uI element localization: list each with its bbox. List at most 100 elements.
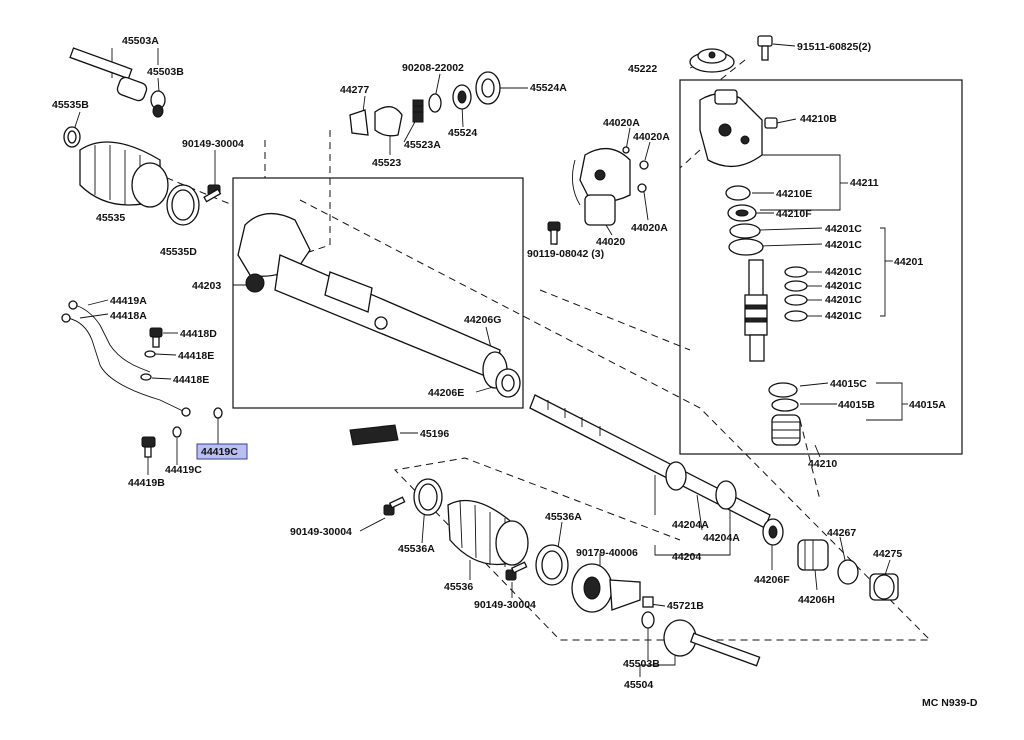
label-44204[interactable]: 44204 bbox=[672, 551, 701, 563]
cushion-44277-drawing bbox=[349, 109, 369, 136]
label-45524[interactable]: 45524 bbox=[448, 127, 477, 139]
label-44015C[interactable]: 44015C bbox=[830, 378, 867, 390]
label-45535D[interactable]: 45535D bbox=[160, 246, 197, 258]
label-90149-top[interactable]: 90149-30004 bbox=[182, 138, 244, 150]
label-44206E[interactable]: 44206E bbox=[428, 387, 464, 399]
label-44206G[interactable]: 44206G bbox=[464, 314, 501, 326]
label-44418D[interactable]: 44418D bbox=[180, 328, 217, 340]
end-stopper-44275-drawing bbox=[869, 573, 899, 601]
label-44419A[interactable]: 44419A bbox=[110, 295, 147, 307]
label-44201C-1[interactable]: 44201C bbox=[825, 223, 862, 235]
seal-44015C-drawing bbox=[768, 382, 798, 398]
label-90179[interactable]: 90179-40006 bbox=[576, 547, 638, 559]
label-45535[interactable]: 45535 bbox=[96, 212, 125, 224]
label-91511[interactable]: 91511-60825(2) bbox=[797, 41, 871, 53]
bolt-90149-top-drawing bbox=[203, 184, 222, 203]
bolt-44210B-drawing bbox=[764, 117, 778, 129]
label-44201[interactable]: 44201 bbox=[894, 256, 923, 268]
label-44201C-5[interactable]: 44201C bbox=[825, 294, 862, 306]
bearing-44015A-drawing bbox=[771, 414, 801, 446]
label-44020A-1[interactable]: 44020A bbox=[603, 117, 640, 129]
control-valve-group-box bbox=[679, 79, 963, 455]
label-45536A-1[interactable]: 45536A bbox=[398, 543, 435, 555]
label-45503B-top[interactable]: 45503B bbox=[147, 66, 184, 78]
seal-44267-drawing bbox=[837, 559, 859, 585]
union-bolt-44419B-drawing bbox=[141, 436, 156, 458]
control-valve-shaft-44201-drawing bbox=[744, 259, 768, 362]
tie-rod-end-45504-drawing bbox=[641, 611, 761, 667]
label-44201C-4[interactable]: 44201C bbox=[825, 280, 862, 292]
guide-45523-drawing bbox=[374, 106, 403, 137]
label-44418E-1[interactable]: 44418E bbox=[178, 350, 214, 362]
highlight-44419C-box bbox=[196, 443, 248, 460]
label-44201C-2[interactable]: 44201C bbox=[825, 239, 862, 251]
label-45503A[interactable]: 45503A bbox=[122, 35, 159, 47]
label-45504[interactable]: 45504 bbox=[624, 679, 653, 691]
clamp-45536A-right-drawing bbox=[535, 544, 569, 586]
label-44210F[interactable]: 44210F bbox=[776, 208, 812, 220]
label-44267[interactable]: 44267 bbox=[827, 527, 856, 539]
label-45523[interactable]: 45523 bbox=[372, 157, 401, 169]
label-90149-bot[interactable]: 90149-30004 bbox=[474, 599, 536, 611]
label-44201C-6[interactable]: 44201C bbox=[825, 310, 862, 322]
bushing-44206F-drawing bbox=[762, 518, 784, 546]
label-44203[interactable]: 44203 bbox=[192, 280, 221, 292]
label-44020[interactable]: 44020 bbox=[596, 236, 625, 248]
label-44277[interactable]: 44277 bbox=[340, 84, 369, 96]
label-44210B[interactable]: 44210B bbox=[800, 113, 837, 125]
label-44210E[interactable]: 44210E bbox=[776, 188, 812, 200]
label-45196[interactable]: 45196 bbox=[420, 428, 449, 440]
bearing-45524-drawing bbox=[452, 84, 472, 110]
tie-rod-end-drawing bbox=[69, 47, 166, 118]
label-45536[interactable]: 45536 bbox=[444, 581, 473, 593]
label-44275[interactable]: 44275 bbox=[873, 548, 902, 560]
label-44419C[interactable]: 44419C bbox=[165, 464, 202, 476]
diagram-code: MC N939-D bbox=[922, 697, 978, 709]
part-labels: 45503A 45503B 45535B 45535 45535D 90149-… bbox=[52, 35, 978, 709]
seal-44210E-drawing bbox=[725, 185, 751, 201]
seal-45524A-drawing bbox=[475, 71, 501, 105]
seal-44015B-drawing bbox=[771, 398, 799, 412]
rings-44201C-drawing bbox=[728, 223, 808, 322]
steering-boot-45535-drawing bbox=[79, 141, 169, 208]
label-44020A-3[interactable]: 44020A bbox=[631, 222, 668, 234]
label-45721B[interactable]: 45721B bbox=[667, 600, 704, 612]
bolt-90149-mid-drawing bbox=[383, 496, 406, 516]
label-45535B[interactable]: 45535B bbox=[52, 99, 89, 111]
label-90149-mid[interactable]: 90149-30004 bbox=[290, 526, 352, 538]
bushing-44206H-drawing bbox=[797, 539, 829, 571]
label-45536A-2[interactable]: 45536A bbox=[545, 511, 582, 523]
steering-boot-45536-drawing bbox=[447, 499, 529, 567]
gasket-44418E-drawing bbox=[140, 350, 156, 381]
label-45524A[interactable]: 45524A bbox=[530, 82, 567, 94]
label-44201C-3[interactable]: 44201C bbox=[825, 266, 862, 278]
bushing-44206E-drawing bbox=[495, 368, 521, 398]
label-45523A[interactable]: 45523A bbox=[404, 139, 441, 151]
nut-45721B-drawing bbox=[642, 596, 654, 608]
union-bolt-44418D-drawing bbox=[149, 327, 163, 348]
label-44418E-2[interactable]: 44418E bbox=[173, 374, 209, 386]
label-44418A[interactable]: 44418A bbox=[110, 310, 147, 322]
label-45503B-bot[interactable]: 45503B bbox=[623, 658, 660, 670]
gasket-44419C-drawing bbox=[172, 407, 223, 438]
label-44204A-2[interactable]: 44204A bbox=[703, 532, 740, 544]
label-90208[interactable]: 90208-22002 bbox=[402, 62, 464, 74]
label-44020A-2[interactable]: 44020A bbox=[633, 131, 670, 143]
label-44015B[interactable]: 44015B bbox=[838, 399, 875, 411]
cover-45222-drawing bbox=[689, 48, 735, 73]
label-44419B[interactable]: 44419B bbox=[128, 477, 165, 489]
label-44210[interactable]: 44210 bbox=[808, 458, 837, 470]
spring-45523A-drawing bbox=[412, 99, 424, 123]
rack-bushing-44204A-drawing bbox=[665, 461, 737, 510]
label-90119[interactable]: 90119-08042 (3) bbox=[527, 248, 604, 260]
label-44211[interactable]: 44211 bbox=[850, 177, 879, 189]
label-44206H[interactable]: 44206H bbox=[798, 594, 835, 606]
label-45222[interactable]: 45222 bbox=[628, 63, 657, 75]
label-44015A[interactable]: 44015A bbox=[909, 399, 946, 411]
pressure-tubes-44419A-44418A-drawing bbox=[61, 300, 191, 417]
label-44206F[interactable]: 44206F bbox=[754, 574, 790, 586]
label-44204A-1[interactable]: 44204A bbox=[672, 519, 709, 531]
clamp-45536A-left-drawing bbox=[413, 478, 443, 516]
label-44419C-highlight[interactable]: 44419C bbox=[201, 446, 238, 458]
